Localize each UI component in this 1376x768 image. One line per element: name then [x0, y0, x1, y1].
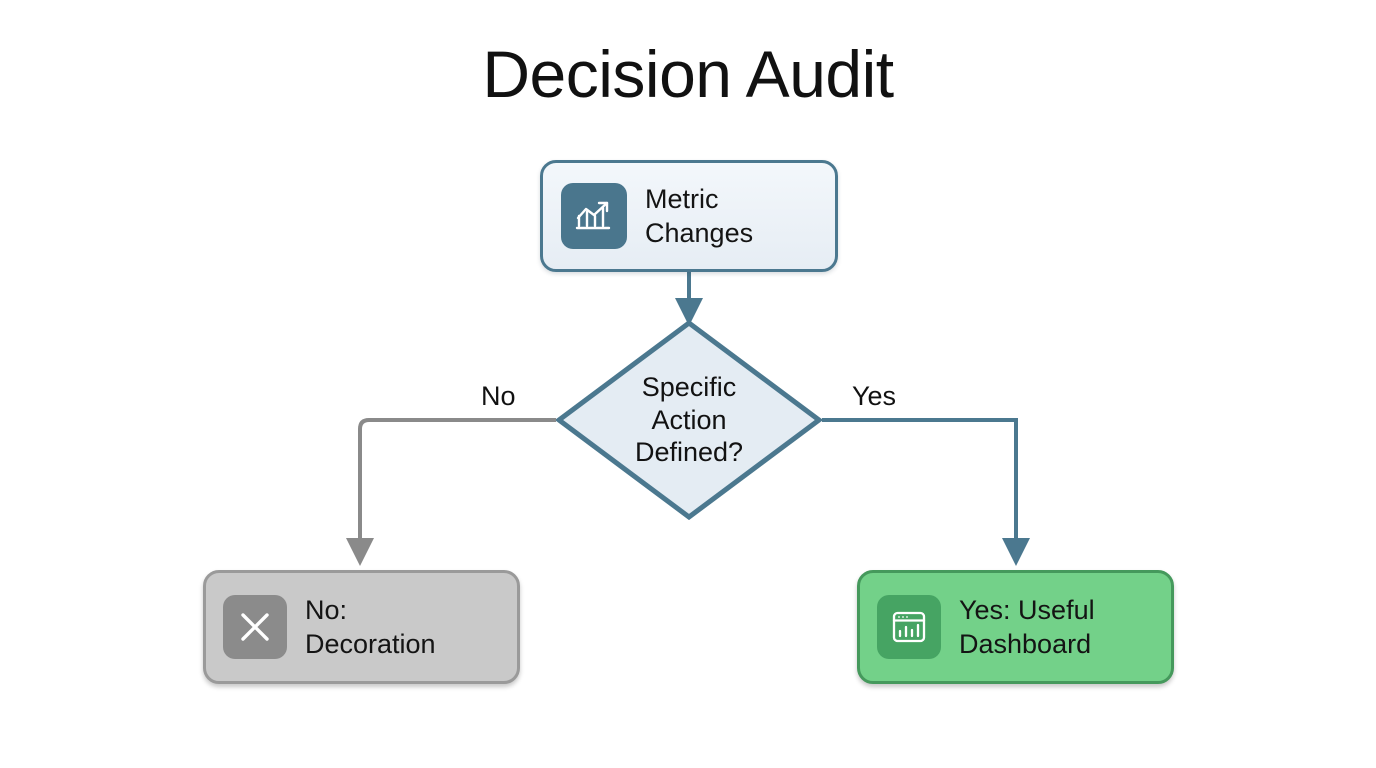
- page-title: Decision Audit: [482, 37, 894, 111]
- node-metric-changes-label: Metric Changes: [645, 183, 754, 248]
- edge-label-no: No: [481, 381, 516, 411]
- close-x-icon-box: [223, 595, 287, 659]
- dashboard-window-icon-box: [877, 595, 941, 659]
- chart-trend-up-icon: [575, 201, 611, 230]
- close-x-icon: [241, 613, 269, 641]
- node-yes-dashboard[interactable]: Yes: Useful Dashboard: [857, 570, 1174, 684]
- diamond-shape: [556, 320, 822, 520]
- dashboard-window-icon: [892, 611, 926, 643]
- edge-decision-to-no: [346, 418, 556, 566]
- node-metric-changes[interactable]: Metric Changes: [540, 160, 838, 272]
- node-no-decoration-label: No: Decoration: [305, 594, 436, 659]
- edge-label-yes: Yes: [852, 381, 897, 411]
- chart-trend-up-icon-box: [561, 183, 627, 249]
- node-yes-dashboard-label: Yes: Useful Dashboard: [959, 594, 1095, 659]
- node-no-decoration[interactable]: No: Decoration: [203, 570, 520, 684]
- edge-decision-to-yes: [822, 418, 1030, 566]
- node-decision[interactable]: Specific Action Defined?: [556, 320, 822, 520]
